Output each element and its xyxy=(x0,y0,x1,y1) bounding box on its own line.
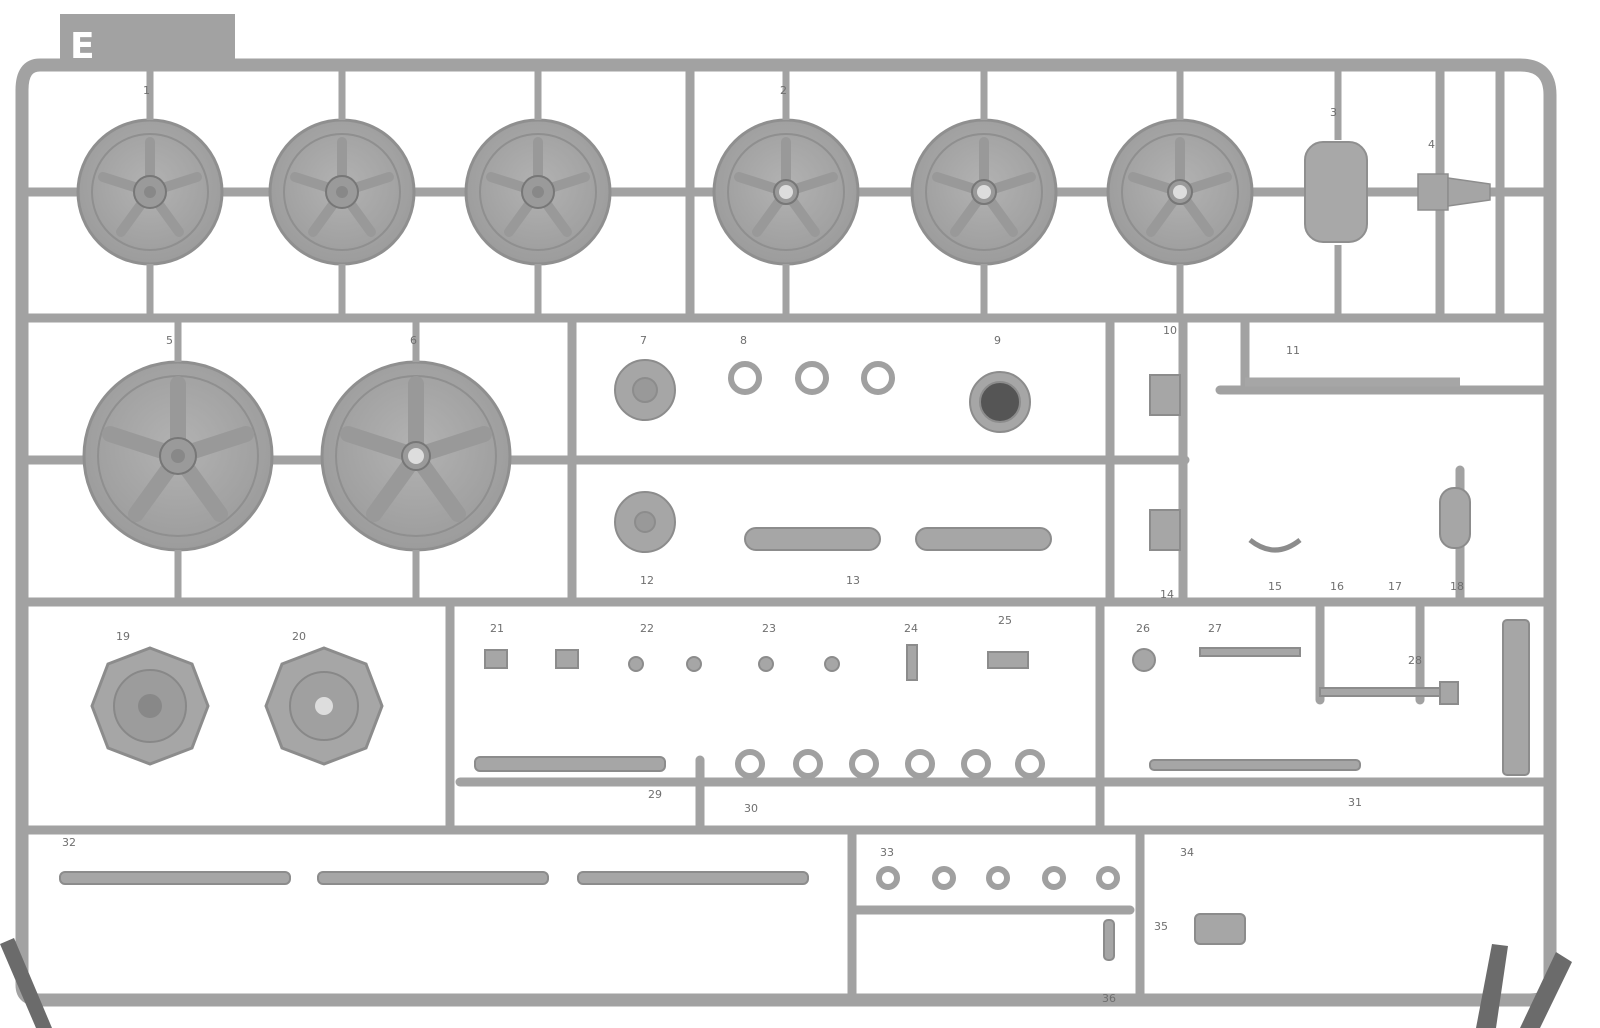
part-label: 1 xyxy=(143,84,150,97)
part-label: 19 xyxy=(116,630,130,643)
sprue-letter: E xyxy=(70,26,95,67)
part-label: 10 xyxy=(1163,324,1177,337)
part-label: 18 xyxy=(1450,580,1464,593)
sprue-frame xyxy=(15,58,1557,1007)
part-label: 2 xyxy=(780,84,787,97)
part-label: 7 xyxy=(640,334,647,347)
part-label: 27 xyxy=(1208,622,1222,635)
letter-tab xyxy=(60,14,235,70)
part-label: 24 xyxy=(904,622,918,635)
wheel-part xyxy=(712,118,860,266)
part-label: 8 xyxy=(740,334,747,347)
part-label: 9 xyxy=(994,334,1001,347)
part-label: 26 xyxy=(1136,622,1150,635)
wheel-part xyxy=(320,360,512,552)
part-label: 17 xyxy=(1388,580,1402,593)
wheel-part xyxy=(82,360,274,552)
link-rings xyxy=(735,749,1120,890)
part-label: 11 xyxy=(1286,344,1300,357)
part-label: 29 xyxy=(648,788,662,801)
middle-parts xyxy=(614,359,1471,553)
part-label: 6 xyxy=(410,334,417,347)
part-label: 12 xyxy=(640,574,654,587)
wheel-part xyxy=(910,118,1058,266)
wheel-part xyxy=(76,118,224,266)
wheel-part xyxy=(268,118,416,266)
part-labels: 1 2 3 4 5 6 7 8 9 10 11 12 13 14 15 16 1… xyxy=(62,84,1464,1005)
part-label: 14 xyxy=(1160,588,1174,601)
large-wheels xyxy=(82,318,512,602)
part-label: 28 xyxy=(1408,654,1422,667)
part-label: 13 xyxy=(846,574,860,587)
part-label: 34 xyxy=(1180,846,1194,859)
part-label: 33 xyxy=(880,846,894,859)
mirror-part xyxy=(1304,141,1368,243)
part-label: 25 xyxy=(998,614,1012,627)
part-label: 30 xyxy=(744,802,758,815)
holder-clips xyxy=(0,938,1572,1028)
wheel-part xyxy=(464,118,612,266)
wheel-part xyxy=(1106,118,1254,266)
part-label: 35 xyxy=(1154,920,1168,933)
part-label: 36 xyxy=(1102,992,1116,1005)
part-label: 15 xyxy=(1268,580,1282,593)
part-label: 5 xyxy=(166,334,173,347)
part-label: 3 xyxy=(1330,106,1337,119)
part-label: 22 xyxy=(640,622,654,635)
part-label: 21 xyxy=(490,622,504,635)
part-label: 20 xyxy=(292,630,306,643)
part-label: 32 xyxy=(62,836,76,849)
wheel-row-top xyxy=(76,65,1491,318)
octagon-wheels xyxy=(90,646,384,766)
part-label: 31 xyxy=(1348,796,1362,809)
part-label: 4 xyxy=(1428,138,1435,151)
part-label: 23 xyxy=(762,622,776,635)
lamp-part xyxy=(1417,173,1491,211)
lower-parts xyxy=(59,619,1530,961)
part-label: 16 xyxy=(1330,580,1344,593)
